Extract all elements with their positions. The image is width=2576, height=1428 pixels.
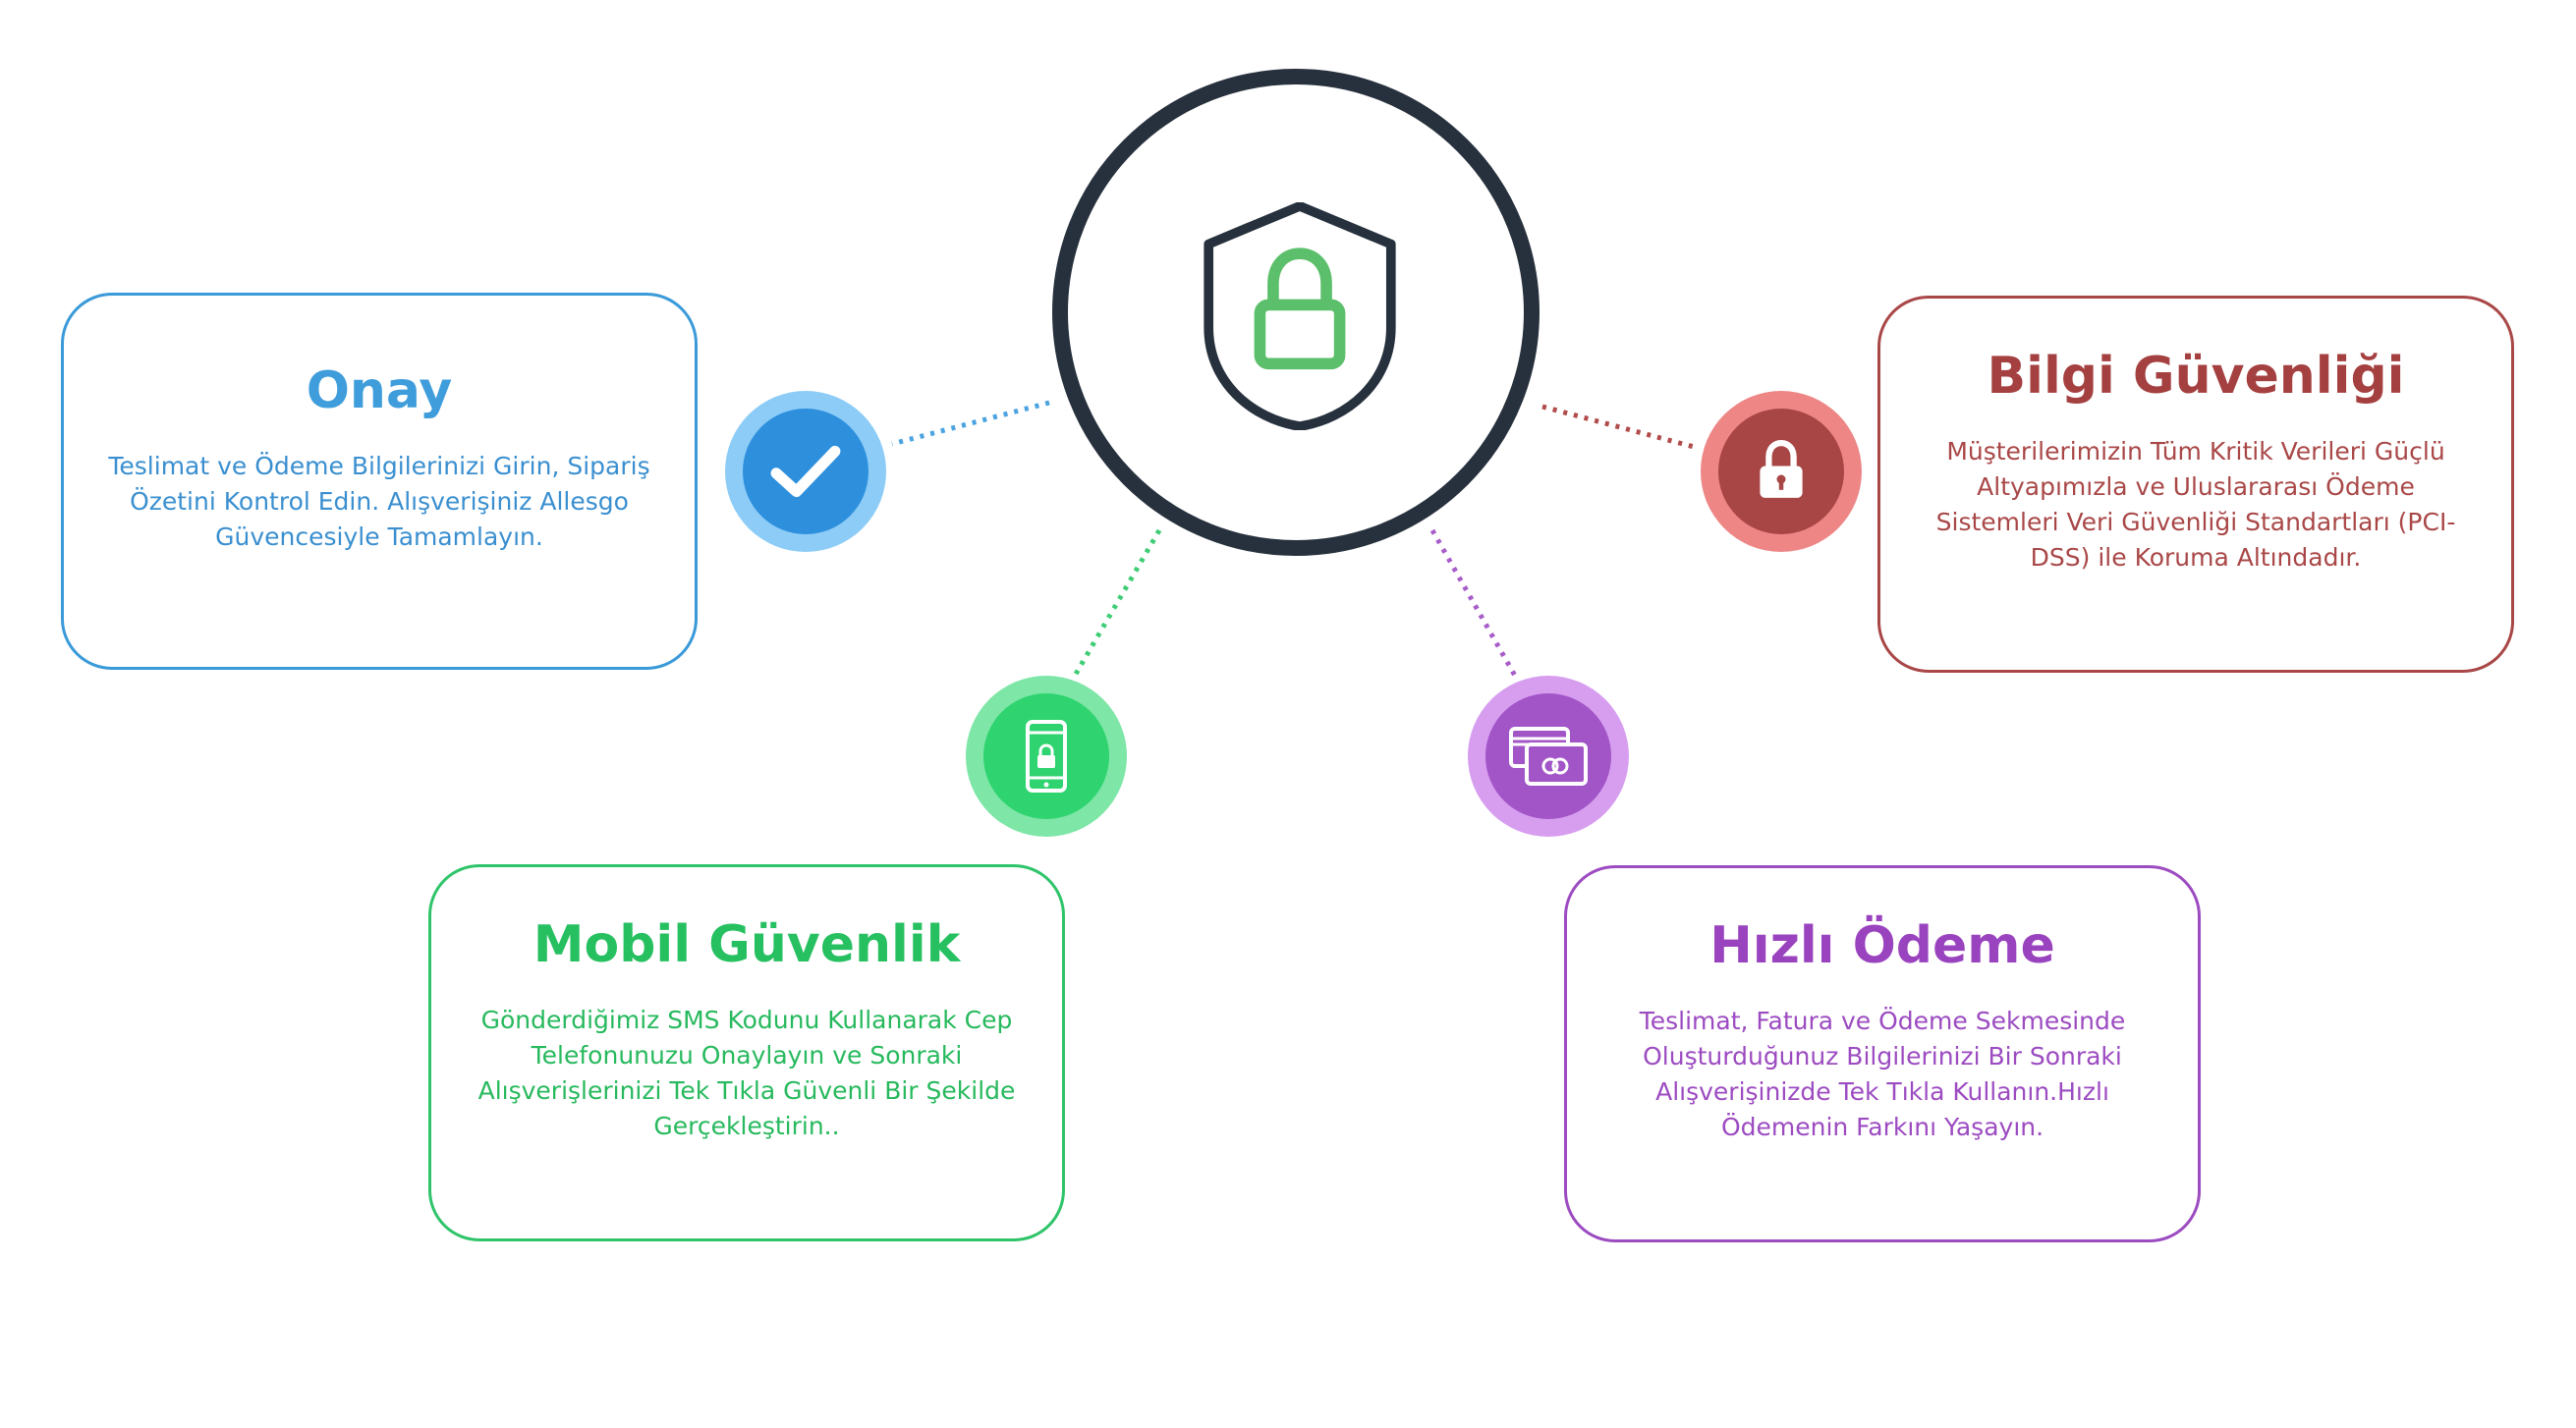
connector-hizli [1429,528,1518,678]
connector-onay [891,400,1050,447]
connector-mobil [1072,528,1162,678]
hizli-odeme-card: Hızlı Ödeme Teslimat, Fatura ve Ödeme Se… [1564,865,2201,1242]
onay-card: Onay Teslimat ve Ödeme Bilgilerinizi Gir… [61,293,698,670]
phone-lock-icon [1026,720,1067,793]
mobil-node [966,676,1127,837]
hizli-node [1468,676,1629,837]
central-security-hub [1052,69,1540,556]
mobil-guvenlik-description: Gönderdiğimiz SMS Kodunu Kullanarak Cep … [477,1006,1016,1141]
hizli-odeme-description: Teslimat, Fatura ve Ödeme Sekmesinde Olu… [1639,1007,2126,1142]
checkmark-icon [770,445,841,498]
mobil-guvenlik-title: Mobil Güvenlik [532,915,961,974]
bilgi-node [1701,391,1862,552]
credit-cards-icon [1509,727,1588,786]
shield-lock-icon [1204,202,1396,430]
mobil-guvenlik-card: Mobil Güvenlik Gönderdiğimiz SMS Kodunu … [428,864,1065,1241]
onay-description: Teslimat ve Ödeme Bilgilerinizi Girin, S… [108,452,650,552]
connector-bilgi [1541,404,1699,451]
bilgi-guvenligi-title: Bilgi Güvenliği [1987,347,2405,406]
hizli-odeme-title: Hızlı Ödeme [1709,916,2055,975]
bilgi-guvenligi-card: Bilgi Güvenliği Müşterilerimizin Tüm Kri… [1877,296,2514,673]
bilgi-guvenligi-description: Müşterilerimizin Tüm Kritik Verileri Güç… [1935,437,2456,573]
onay-title: Onay [306,361,453,420]
onay-node [725,391,886,552]
padlock-icon [1760,439,1803,498]
